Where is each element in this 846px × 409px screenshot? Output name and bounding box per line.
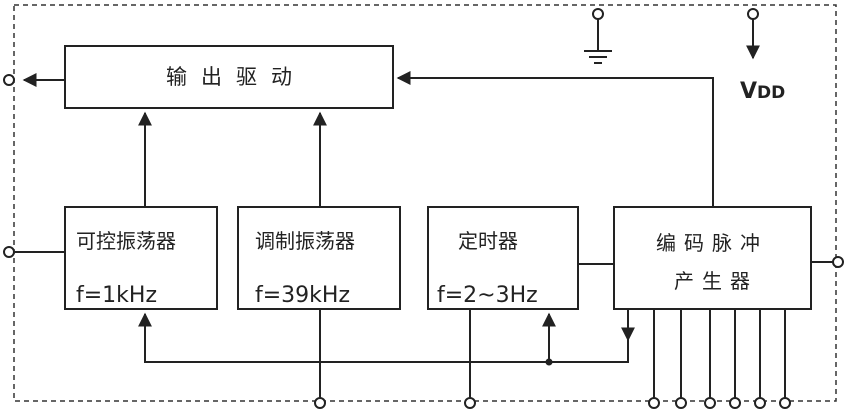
modulation-oscillator-block: 调制振荡器 f=39kHz — [237, 206, 401, 310]
encoder-to-driver-wire — [396, 71, 714, 207]
encoder-pulse-generator-block: 编码脉冲 产生器 — [613, 206, 812, 310]
terminal-output-right — [832, 256, 844, 268]
encoder-label-line1: 编码脉冲 — [656, 231, 768, 255]
encoder-input-pins — [648, 309, 791, 409]
ground-icon — [584, 50, 612, 64]
controlled-oscillator-label: 可控振荡器 — [76, 229, 176, 253]
output-driver-label: 输出驱动 — [166, 65, 306, 89]
modulation-oscillator-label: 调制振荡器 — [255, 229, 355, 253]
junction-dot — [545, 358, 553, 366]
chip-boundary — [13, 4, 837, 402]
timer-freq: f=2~3Hz — [437, 283, 538, 308]
modulation-oscillator-freq: f=39kHz — [255, 283, 350, 308]
timer-label: 定时器 — [458, 229, 518, 253]
controlled-oscillator-freq: f=1kHz — [76, 283, 157, 308]
terminal-output — [3, 74, 15, 86]
terminal-bottom-mod — [314, 397, 326, 409]
encoder-label-line2: 产生器 — [674, 269, 758, 293]
timer-block: 定时器 f=2~3Hz — [427, 206, 579, 310]
control-bus — [138, 309, 629, 363]
vdd-label: VDD — [740, 79, 785, 104]
terminal-bottom-timer — [464, 397, 476, 409]
controlled-oscillator-block: 可控振荡器 f=1kHz — [64, 206, 218, 310]
vdd-terminal — [747, 8, 759, 20]
terminal-input-left — [3, 246, 15, 258]
ground-terminal — [592, 8, 604, 20]
output-driver-block: 输出驱动 — [64, 45, 394, 109]
